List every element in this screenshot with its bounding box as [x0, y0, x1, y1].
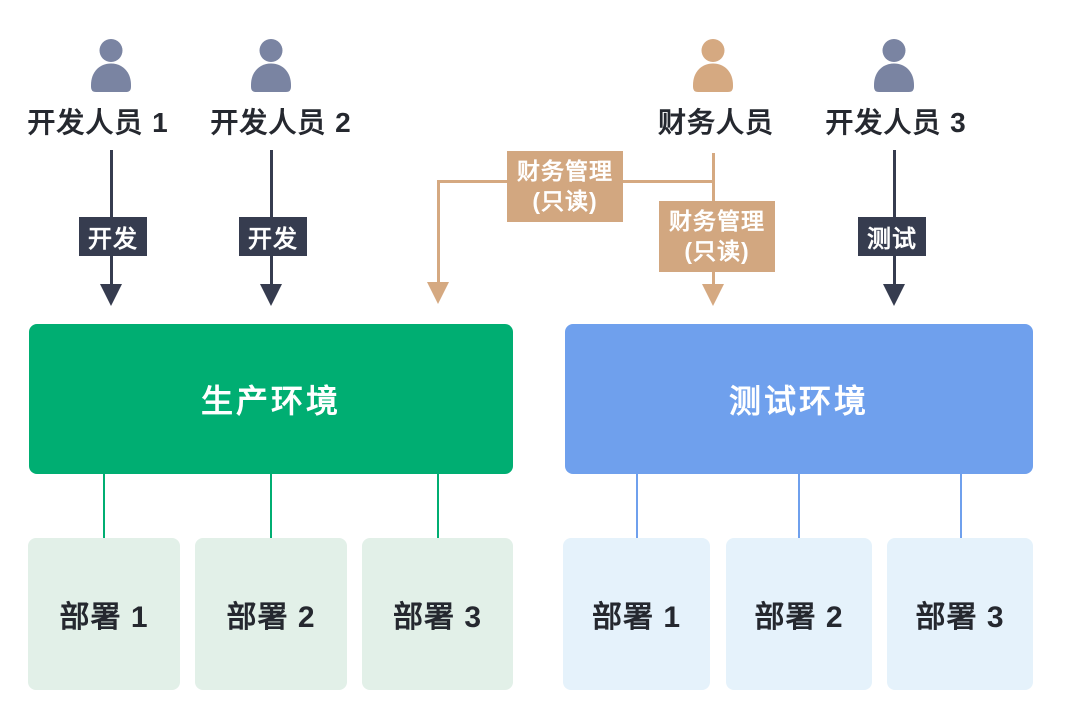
test-deployment-3-box: 部署 3 — [887, 538, 1033, 690]
finance-badge-line2: (只读) — [532, 188, 598, 215]
prod-stem-1 — [103, 474, 105, 538]
developer-3-person-icon — [870, 38, 918, 92]
prod-deployment-1-box: 部署 1 — [28, 538, 180, 690]
finance-arrowhead-test-icon — [702, 284, 724, 306]
finance-person-icon — [689, 38, 737, 92]
prod-stem-2 — [270, 474, 272, 538]
permission-badge-finance-test: 财务管理 (只读) — [659, 201, 775, 272]
permission-badge-finance-prod: 财务管理 (只读) — [507, 151, 623, 222]
finance-badge-line1: 财务管理 — [517, 158, 613, 184]
finance-arrowhead-prod-icon — [427, 282, 449, 304]
finance-badge-line1: 财务管理 — [669, 208, 765, 234]
prod-deployment-3-box: 部署 3 — [362, 538, 513, 690]
finance-arrow-line-prod — [436, 179, 440, 284]
permission-badge-test: 测试 — [858, 217, 926, 256]
permission-badge-dev-1: 开发 — [79, 217, 147, 256]
test-stem-3 — [960, 474, 962, 538]
prod-deployment-2-box: 部署 2 — [195, 538, 347, 690]
test-deployment-2-box: 部署 2 — [726, 538, 872, 690]
developer-2-person-icon — [247, 38, 295, 92]
developer-1-person-icon — [87, 38, 135, 92]
production-environment-box: 生产环境 — [29, 324, 513, 474]
prod-stem-3 — [437, 474, 439, 538]
developer-1-arrowhead-icon — [100, 284, 122, 306]
developer-1-label: 开发人员 1 — [27, 107, 169, 138]
finance-label: 财务人员 — [657, 107, 775, 138]
developer-3-arrowhead-icon — [883, 284, 905, 306]
permission-badge-dev-2: 开发 — [239, 217, 307, 256]
test-stem-2 — [798, 474, 800, 538]
developer-2-label: 开发人员 2 — [210, 107, 352, 138]
developer-3-label: 开发人员 3 — [825, 107, 967, 138]
test-deployment-1-box: 部署 1 — [563, 538, 710, 690]
test-stem-1 — [636, 474, 638, 538]
test-environment-box: 测试环境 — [565, 324, 1033, 474]
finance-badge-line2: (只读) — [684, 238, 750, 265]
developer-2-arrowhead-icon — [260, 284, 282, 306]
